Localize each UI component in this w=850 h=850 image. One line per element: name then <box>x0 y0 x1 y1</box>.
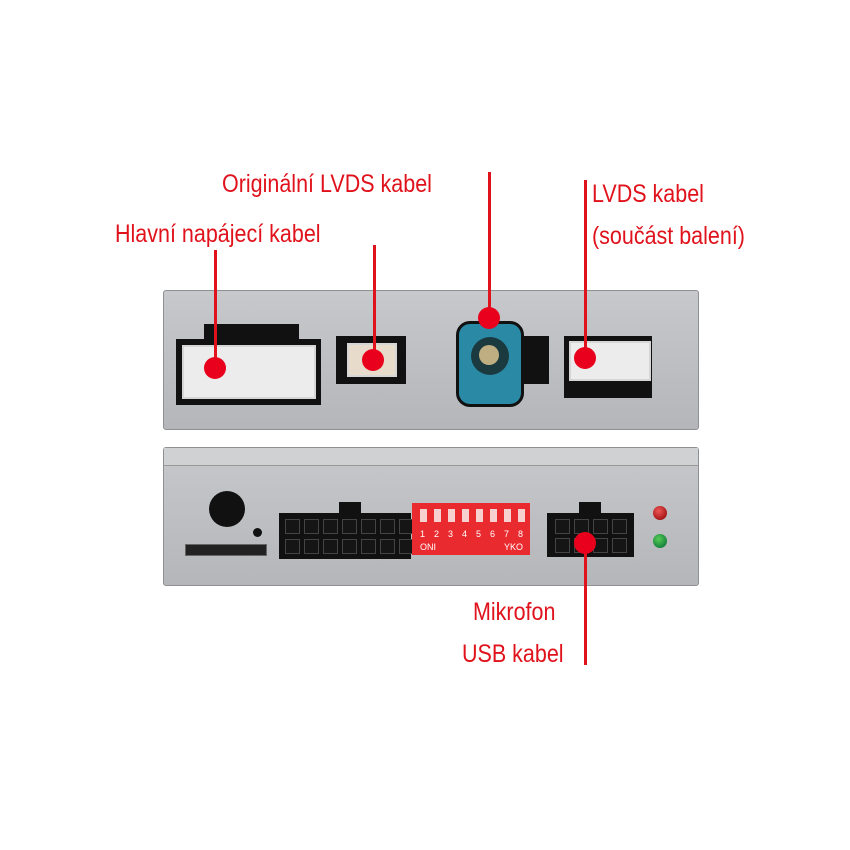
dip-number: 1 <box>420 529 426 539</box>
led-green <box>653 534 667 548</box>
device-bottom-panel: 1 2 3 4 5 6 7 8 ONI YKO <box>163 447 699 586</box>
label-mic-2: USB kabel <box>462 640 564 668</box>
dip-number: 6 <box>490 529 496 539</box>
leader-line <box>373 245 376 360</box>
marker-dot <box>574 347 596 369</box>
dip-off-label: YKO <box>504 542 524 552</box>
led-red <box>653 506 667 520</box>
dip-number: 2 <box>434 529 440 539</box>
dip-number: 7 <box>504 529 510 539</box>
marker-dot <box>478 307 500 329</box>
label-main-power: Hlavní napájecí kabel <box>115 220 321 248</box>
dip-number: 5 <box>476 529 482 539</box>
marker-dot <box>574 532 596 554</box>
dip-on-label: ONI <box>420 542 437 552</box>
leader-line <box>584 543 587 665</box>
leader-line <box>488 172 491 318</box>
main-harness-connector <box>279 513 414 559</box>
dip-switch[interactable]: 1 2 3 4 5 6 7 8 ONI YKO <box>412 503 530 555</box>
fakra-lvds-connector <box>456 321 524 407</box>
marker-dot <box>204 357 226 379</box>
small-connector <box>347 343 397 377</box>
leader-line <box>214 250 217 368</box>
dip-number: 3 <box>448 529 454 539</box>
label-lvds-2: (součást balení) <box>592 222 745 250</box>
label-original-lvds: Originální LVDS kabel <box>222 170 432 198</box>
dip-number: 4 <box>462 529 468 539</box>
sd-card-slot <box>185 544 267 556</box>
marker-dot <box>362 349 384 371</box>
label-mic-1: Mikrofon <box>473 598 556 626</box>
leader-line <box>584 180 587 358</box>
knob-hole <box>209 491 245 527</box>
main-power-connector <box>182 345 316 399</box>
label-lvds-1: LVDS kabel <box>592 180 704 208</box>
dip-number: 8 <box>518 529 524 539</box>
device-top-panel <box>163 290 699 430</box>
